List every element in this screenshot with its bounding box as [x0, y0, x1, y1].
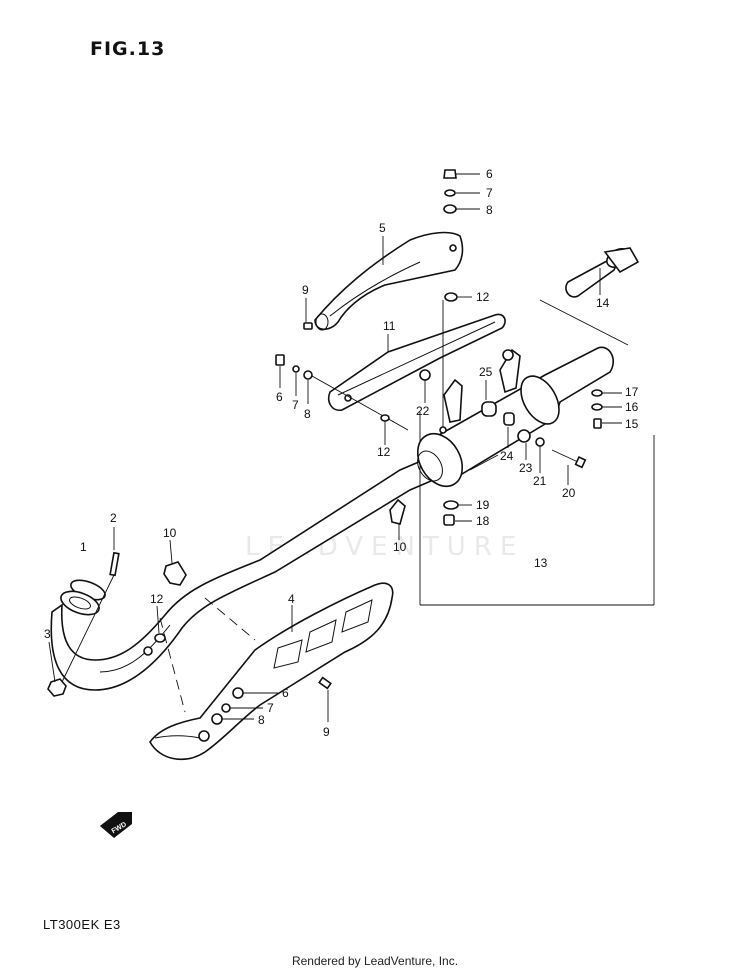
callout-13: 13 — [534, 556, 548, 570]
fwd-arrow: FWD — [100, 812, 132, 838]
callout-16: 16 — [625, 400, 639, 414]
exhaust-flange — [60, 579, 106, 616]
callout-8-lower: 8 — [258, 713, 265, 727]
spacer-top — [439, 292, 472, 434]
figure-title: FIG.13 — [90, 38, 166, 60]
callout-8-left: 8 — [304, 407, 311, 421]
stud — [61, 527, 120, 683]
callout-6-left: 6 — [276, 390, 283, 404]
protector-upper[interactable] — [314, 231, 464, 331]
callout-labels: 1 2 3 4 5 6 7 8 9 10 10 11 12 12 12 13 1… — [44, 167, 639, 739]
spacer-23-21 — [517, 429, 545, 473]
callout-25: 25 — [479, 365, 493, 379]
nut — [47, 641, 67, 697]
callout-14: 14 — [596, 296, 610, 310]
callout-1: 1 — [80, 540, 87, 554]
callout-12-left: 12 — [150, 592, 164, 606]
lower-fasteners — [198, 687, 278, 742]
left-hardware — [275, 354, 409, 431]
callout-7-left: 7 — [292, 398, 299, 412]
screw-lower — [318, 676, 332, 722]
clamp-mid — [389, 498, 406, 540]
callout-2: 2 — [110, 511, 117, 525]
callout-7-top: 7 — [486, 186, 493, 200]
callout-5: 5 — [379, 221, 386, 235]
callout-3: 3 — [44, 627, 51, 641]
protector-mid[interactable] — [327, 313, 506, 412]
spark-arrester-pipe — [565, 247, 640, 298]
callout-15: 15 — [625, 417, 639, 431]
callout-10-mid: 10 — [393, 540, 407, 554]
callout-21: 21 — [533, 474, 547, 488]
callout-12-mid: 12 — [377, 445, 391, 459]
footer-credit: Rendered by LeadVenture, Inc. — [291, 954, 459, 968]
screw-upper — [303, 298, 313, 330]
callout-6-lower: 6 — [282, 686, 289, 700]
muffler[interactable] — [409, 346, 614, 494]
callout-6-top: 6 — [486, 167, 493, 181]
model-code: LT300EK E3 — [43, 917, 121, 932]
callout-12-top: 12 — [476, 290, 490, 304]
protector-lower[interactable] — [149, 582, 394, 760]
gasket-plug — [443, 500, 472, 526]
clamp-left — [163, 539, 187, 586]
cushion-collar — [481, 380, 515, 448]
callout-7-lower: 7 — [267, 701, 274, 715]
exhaust-pipe[interactable] — [50, 456, 440, 691]
callout-22: 22 — [416, 404, 430, 418]
callout-19: 19 — [476, 498, 490, 512]
callout-9-upper: 9 — [302, 283, 309, 297]
callout-23: 23 — [519, 461, 533, 475]
spacer-22 — [419, 369, 431, 403]
callout-18: 18 — [476, 514, 490, 528]
spacer-mid — [380, 414, 390, 445]
bolt-20 — [551, 449, 587, 485]
upper-hardware — [443, 169, 480, 214]
callout-9-lower: 9 — [323, 725, 330, 739]
callout-24: 24 — [500, 449, 514, 463]
callout-4: 4 — [288, 592, 295, 606]
callout-11: 11 — [383, 319, 396, 333]
right-hardware — [591, 389, 622, 429]
callout-8-top: 8 — [486, 203, 493, 217]
callout-17: 17 — [625, 385, 639, 399]
callout-10-left: 10 — [163, 526, 177, 540]
callout-20: 20 — [562, 486, 576, 500]
